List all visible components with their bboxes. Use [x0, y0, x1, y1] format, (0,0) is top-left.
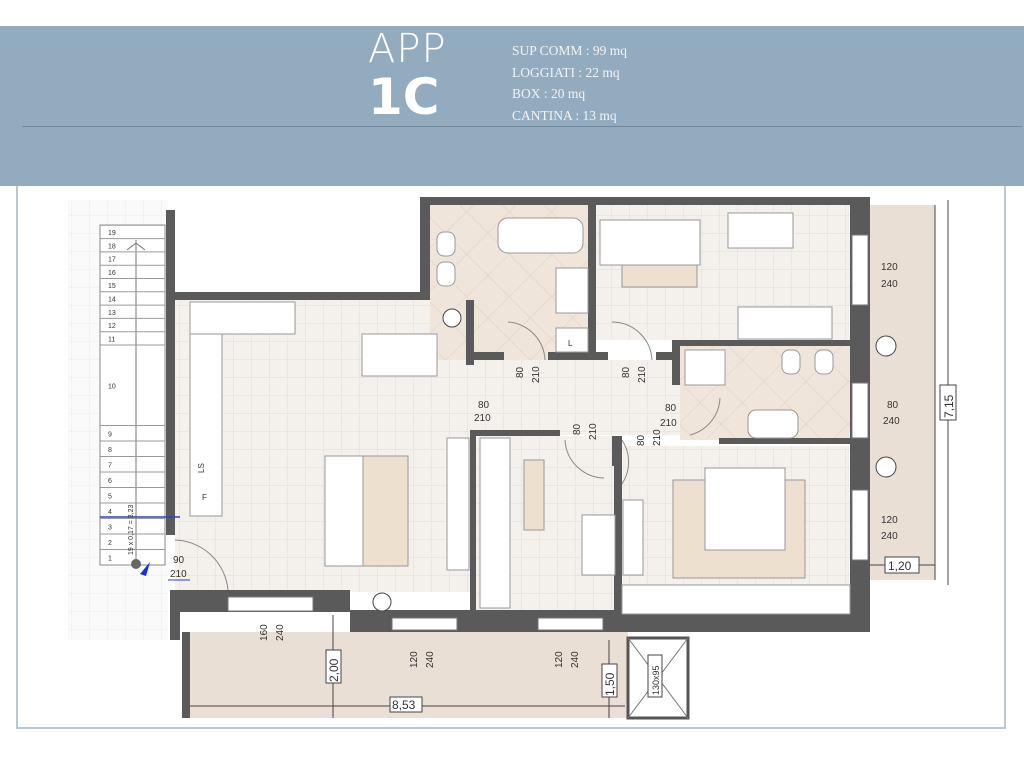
stair-step-number: 11 — [108, 336, 115, 343]
windows — [227, 234, 869, 631]
study-door-width: 80 — [572, 423, 583, 435]
header-divider — [22, 126, 1022, 127]
bed-door-height: 210 — [652, 429, 663, 446]
window-bed-width: 120 — [881, 515, 898, 526]
room-door-width: 80 — [621, 366, 632, 378]
stair-step-number: 3 — [108, 524, 112, 531]
stat-box: BOX : 20 mq — [512, 86, 586, 101]
dimension-labels: 2,00 8,53 1,50 130x95 7,15 1,20 — [325, 384, 957, 713]
stat-sup-comm: SUP COMM : 99 mq — [512, 43, 628, 58]
bath1-door-height: 210 — [531, 366, 542, 383]
furniture — [189, 212, 851, 615]
window-top-height: 240 — [881, 279, 898, 290]
opening-labels: 90 210 80 210 80 210 120 240 80 240 120 … — [168, 262, 900, 668]
right-height-dim: 7,15 — [942, 394, 956, 418]
stair-step-number: 17 — [108, 257, 116, 264]
bottom-window-height: 240 — [570, 651, 581, 668]
window-top-width: 120 — [881, 262, 898, 273]
stair-step-number: 9 — [108, 431, 112, 438]
stair-step-number: 5 — [108, 493, 112, 500]
door-swings — [174, 321, 721, 591]
stair-step-number: 2 — [108, 540, 112, 547]
loggia-length-dim: 8,53 — [392, 698, 416, 712]
window-bath2-width: 80 — [887, 400, 899, 411]
right-width-dim: 1,20 — [888, 559, 912, 573]
washbasin-label: L — [568, 339, 573, 348]
study-window-width: 120 — [409, 651, 420, 668]
window-bath2-height: 240 — [883, 416, 900, 427]
window-bed-height: 240 — [881, 531, 898, 542]
bath2-door-width: 80 — [665, 403, 677, 414]
cellar-dim: 130x95 — [651, 665, 661, 695]
entry-door-width: 90 — [173, 555, 185, 566]
stair-step-number: 19 — [108, 230, 116, 237]
living-window-height: 240 — [275, 624, 286, 641]
app-label: APP — [368, 26, 447, 72]
bed-door-width: 80 — [636, 434, 647, 446]
plant-icons — [372, 308, 897, 612]
stair-step-number: 12 — [108, 323, 116, 330]
room-door-height: 210 — [637, 366, 648, 383]
stair-step-number: 1 — [108, 555, 112, 562]
stair-step-number: 18 — [108, 243, 116, 250]
bath2-door-height: 210 — [660, 418, 677, 429]
stat-loggiati: LOGGIATI : 22 mq — [512, 64, 620, 80]
study-window-height: 240 — [425, 651, 436, 668]
bottom-window-width: 120 — [554, 651, 565, 668]
stat-cantina: CANTINA : 13 mq — [512, 107, 617, 123]
hall-door-height: 210 — [474, 413, 491, 424]
loggia-depth-dim: 2,00 — [327, 658, 341, 682]
loggia-end-dim: 1,50 — [603, 672, 617, 696]
stair-step-number: 16 — [108, 270, 116, 277]
fridge-label: F — [202, 493, 207, 502]
living-window-width: 160 — [259, 624, 270, 641]
header-banner — [0, 26, 1024, 186]
stair-step-number: 8 — [108, 447, 112, 454]
study-door-height: 210 — [588, 423, 599, 440]
hall-door-width: 80 — [478, 400, 490, 411]
unit-code: 1C — [368, 68, 440, 126]
washer-label: LS — [197, 463, 206, 473]
stair-step-number: 10 — [108, 383, 116, 390]
stair-step-number: 4 — [108, 509, 112, 516]
stair-step-number: 13 — [108, 310, 116, 317]
stair-step-number: 15 — [108, 283, 116, 290]
stair-step-number: 7 — [108, 462, 112, 469]
stair-step-number: 6 — [108, 478, 112, 485]
stair-step-number: 14 — [108, 296, 116, 303]
stair-note: 19 x 0,17 = 3,23 — [128, 504, 135, 555]
bath1-door-width: 80 — [515, 366, 526, 378]
entry-door-height: 210 — [170, 569, 187, 580]
unit-stats: SUP COMM : 99 mq LOGGIATI : 22 mq BOX : … — [512, 40, 627, 126]
plan-frame — [16, 186, 1006, 729]
loggia-right — [870, 205, 935, 580]
